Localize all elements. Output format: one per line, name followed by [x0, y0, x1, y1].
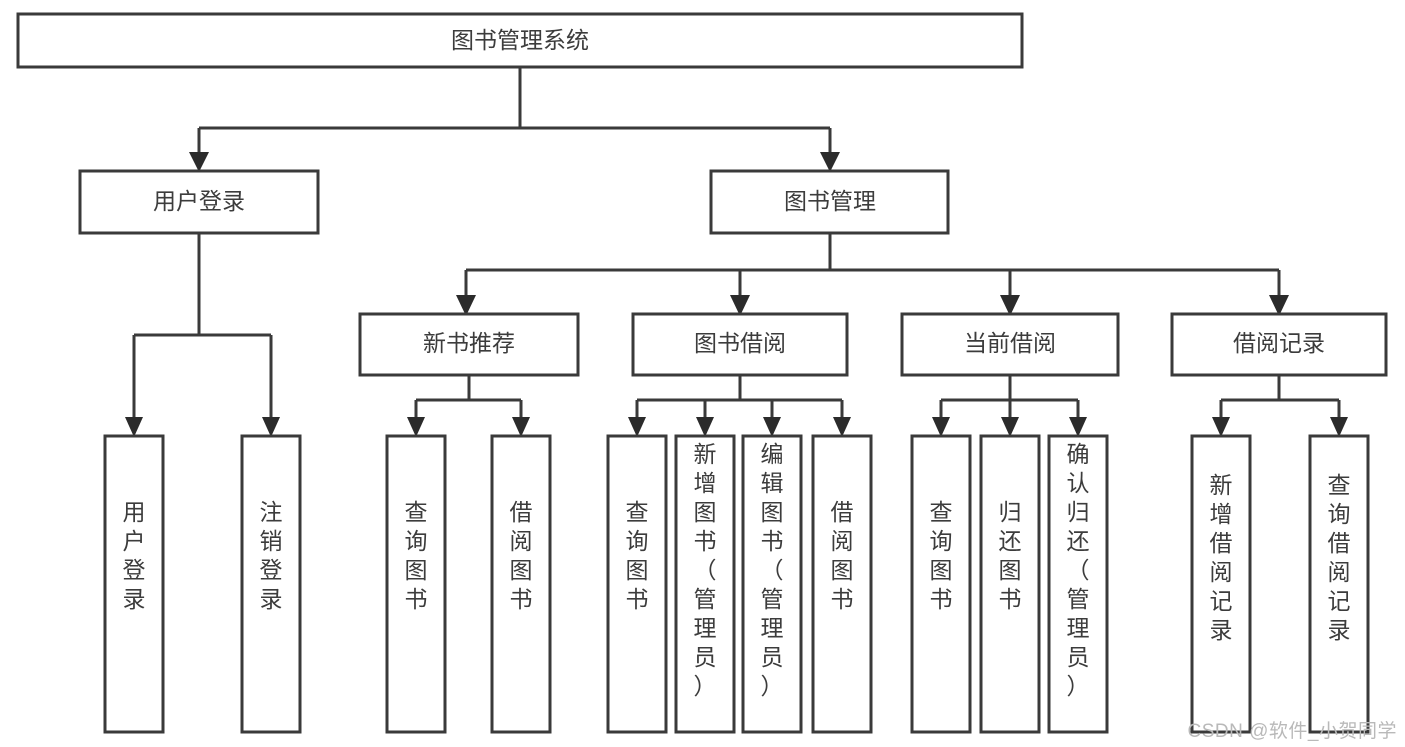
node-current-borrow-label: 当前借阅: [964, 330, 1056, 356]
node-borrow-record[interactable]: 借阅记录: [1170, 312, 1388, 377]
node-book-manage-label: 图书管理: [784, 188, 876, 214]
arrow-icon-bm-2: [730, 295, 750, 316]
node-leaf-borrow-book-2-box[interactable]: [811, 434, 873, 734]
node-leaf-borrow-book-1-box[interactable]: [490, 434, 552, 734]
node-leaf-add-record-box[interactable]: [1190, 434, 1252, 734]
node-leaf-edit-book-label: 编辑图书（管理员）: [761, 441, 784, 699]
node-new-book-rec[interactable]: 新书推荐: [358, 312, 580, 377]
node-leaf-return-book-box[interactable]: [979, 434, 1041, 734]
arrow-icon-root-right: [820, 152, 840, 172]
node-leaf-query-book-3-box[interactable]: [910, 434, 972, 734]
node-current-borrow-box[interactable]: [900, 312, 1120, 377]
arrow-icon-leaf-6: [696, 417, 714, 437]
node-leaf-query-book-3[interactable]: 查询图书: [910, 434, 972, 734]
node-leaf-edit-book[interactable]: 编辑图书（管理员）: [741, 434, 803, 734]
node-leaf-confirm-return[interactable]: 确认归还（管理员）: [1047, 434, 1109, 734]
node-leaf-query-book-2[interactable]: 查询图书: [606, 434, 668, 734]
connector-layer: [132, 67, 1341, 420]
node-leaf-query-book-1-box[interactable]: [385, 434, 447, 734]
node-leaf-borrow-book-2[interactable]: 借阅图书: [811, 434, 873, 734]
node-user-login[interactable]: 用户登录: [78, 169, 320, 235]
node-root-label: 图书管理系统: [451, 27, 589, 53]
leaf-layer: 用户登录 注销登录 查询图书 借阅图书 查询图书 新增图书（管理员）: [103, 434, 1370, 734]
node-borrow-record-label: 借阅记录: [1233, 330, 1325, 356]
arrow-icon-bm-4: [1269, 295, 1289, 316]
node-book-manage[interactable]: 图书管理: [709, 169, 950, 235]
arrow-icon-leaf-13: [1330, 417, 1348, 437]
node-user-login-label: 用户登录: [153, 188, 245, 214]
node-leaf-borrow-book-1[interactable]: 借阅图书: [490, 434, 552, 734]
node-book-borrow[interactable]: 图书借阅: [631, 312, 849, 377]
node-book-borrow-box[interactable]: [631, 312, 849, 377]
arrow-icon-leaf-10: [1001, 417, 1019, 437]
arrow-icon-root-left: [189, 152, 209, 172]
node-borrow-record-box[interactable]: [1170, 312, 1388, 377]
node-new-book-rec-label: 新书推荐: [423, 330, 515, 356]
node-leaf-logout-label: 注销登录: [260, 499, 283, 612]
node-leaf-query-book-2-label: 查询图书: [626, 499, 649, 612]
node-leaf-user-login[interactable]: 用户登录: [103, 434, 165, 734]
node-leaf-add-record[interactable]: 新增借阅记录: [1190, 434, 1252, 734]
arrow-icon-leaf-2: [262, 417, 280, 437]
node-root[interactable]: 图书管理系统: [16, 12, 1024, 69]
node-leaf-add-book-box[interactable]: [674, 434, 736, 734]
arrow-icon-leaf-1: [125, 417, 143, 437]
node-new-book-rec-box[interactable]: [358, 312, 580, 377]
arrow-icon-leaf-3: [407, 417, 425, 437]
node-leaf-query-record-label: 查询借阅记录: [1328, 472, 1351, 643]
node-leaf-user-login-box[interactable]: [103, 434, 165, 734]
node-leaf-edit-book-box[interactable]: [741, 434, 803, 734]
arrow-icon-leaf-12: [1212, 417, 1230, 437]
node-leaf-confirm-return-box[interactable]: [1047, 434, 1109, 734]
node-leaf-query-book-3-label: 查询图书: [930, 499, 953, 612]
node-root-box[interactable]: [16, 12, 1024, 69]
node-book-manage-box[interactable]: [709, 169, 950, 235]
node-leaf-confirm-return-label: 确认归还（管理员）: [1067, 441, 1090, 699]
node-leaf-return-book-label: 归还图书: [999, 499, 1022, 612]
node-leaf-borrow-book-2-label: 借阅图书: [831, 499, 854, 612]
csdn-watermark: CSDN @软件_小贺同学: [1187, 721, 1397, 742]
node-leaf-add-book-label: 新增图书（管理员）: [694, 441, 717, 699]
arrow-icon-leaf-8: [833, 417, 851, 437]
node-leaf-query-book-1[interactable]: 查询图书: [385, 434, 447, 734]
node-leaf-user-login-label: 用户登录: [123, 499, 146, 612]
node-leaf-query-record[interactable]: 查询借阅记录: [1308, 434, 1370, 734]
node-leaf-add-record-label: 新增借阅记录: [1210, 472, 1233, 643]
node-user-login-box[interactable]: [78, 169, 320, 235]
node-leaf-add-book[interactable]: 新增图书（管理员）: [674, 434, 736, 734]
arrow-icon-bm-3: [1000, 295, 1020, 316]
node-leaf-borrow-book-1-label: 借阅图书: [510, 499, 533, 612]
arrow-icon-bm-1: [456, 295, 476, 316]
node-leaf-query-book-2-box[interactable]: [606, 434, 668, 734]
arrowhead-layer: [125, 152, 1348, 437]
node-current-borrow[interactable]: 当前借阅: [900, 312, 1120, 377]
arrow-icon-leaf-5: [628, 417, 646, 437]
arrow-icon-leaf-7: [763, 417, 781, 437]
arrow-icon-leaf-4: [512, 417, 530, 437]
node-book-borrow-label: 图书借阅: [694, 330, 786, 356]
node-leaf-query-record-box[interactable]: [1308, 434, 1370, 734]
node-leaf-query-book-1-label: 查询图书: [405, 499, 428, 612]
arrow-icon-leaf-11: [1069, 417, 1087, 437]
arrow-icon-leaf-9: [932, 417, 950, 437]
node-leaf-logout[interactable]: 注销登录: [240, 434, 302, 734]
node-leaf-logout-box[interactable]: [240, 434, 302, 734]
node-leaf-return-book[interactable]: 归还图书: [979, 434, 1041, 734]
